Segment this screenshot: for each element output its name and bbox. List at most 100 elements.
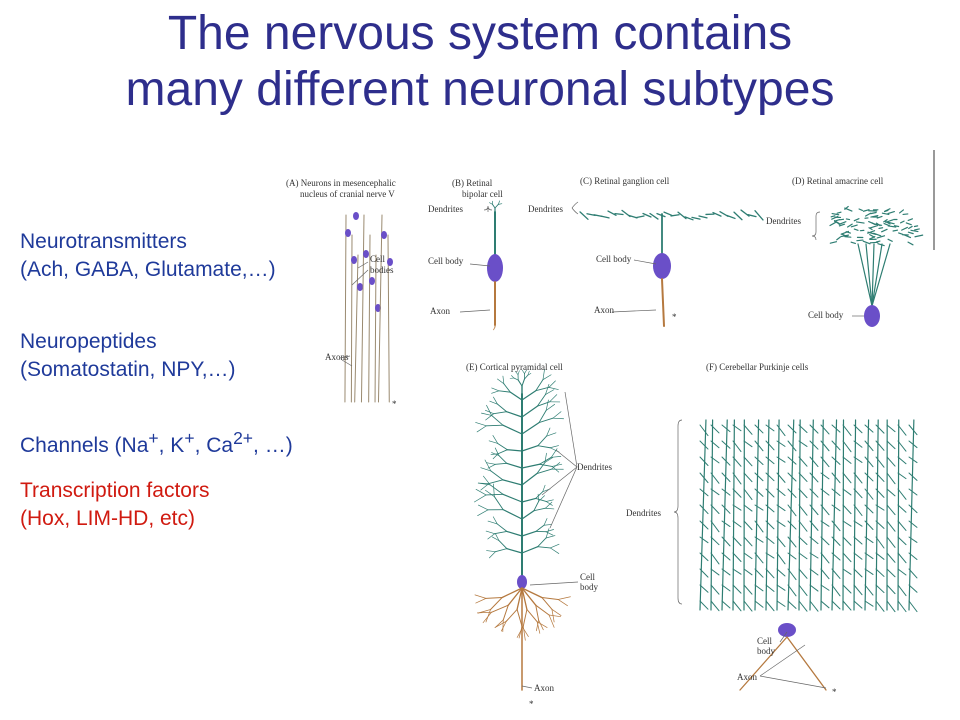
panelE-dendrite xyxy=(549,543,560,549)
panelD-dendrite xyxy=(873,223,883,226)
panelA-neuron-process xyxy=(368,234,371,403)
panelF-dendrite xyxy=(699,584,709,593)
panelC-dendrite xyxy=(677,211,687,220)
panelE-dendrite xyxy=(538,417,554,424)
panelF-dendrite xyxy=(864,472,874,482)
panelF-dendrite xyxy=(787,456,797,465)
panelE-dendrite xyxy=(545,535,556,539)
panelD-dendrite xyxy=(835,218,841,222)
panelF-dendrite xyxy=(853,424,863,434)
panelF-dendrite xyxy=(710,584,720,595)
panelF-dendrite xyxy=(908,584,918,593)
panelF-dendrite xyxy=(710,440,720,449)
panelE-dendrite xyxy=(489,484,504,495)
panelA-cell-body xyxy=(345,229,351,237)
panelA-title-1: (A) Neurons in mesencephalic xyxy=(286,178,396,188)
panelE-dendrite xyxy=(503,383,511,393)
panelF-star: * xyxy=(832,687,837,697)
panelF-dendrite xyxy=(864,568,874,575)
panelE-dendrite xyxy=(521,421,540,435)
panelF-dendrite xyxy=(721,424,731,433)
panelF-dendrite xyxy=(765,440,775,451)
panelF-dendrite xyxy=(809,419,814,611)
panelF-dendrite xyxy=(776,456,786,463)
panelE-dendrite xyxy=(521,405,538,418)
panelF-dendrite xyxy=(710,568,720,576)
panelC-dendrite xyxy=(754,210,764,221)
panelB-axon-terminal xyxy=(493,326,496,331)
panelE-basal xyxy=(557,599,568,607)
panelD-dendrite xyxy=(914,228,920,231)
panelF-dendrite xyxy=(776,419,780,611)
panelF-dendrite xyxy=(787,552,797,560)
panelF-dendrite xyxy=(754,520,764,533)
panelF-dendrite xyxy=(732,440,742,453)
panelF-dendrite xyxy=(787,504,797,517)
panelE-dendrite xyxy=(492,516,498,525)
panelD-dendrite xyxy=(838,223,846,227)
panelC-dendrite xyxy=(670,214,680,217)
panelC-dendrite xyxy=(579,211,589,220)
panelF-dendrite xyxy=(776,568,786,577)
panelF-dendrite xyxy=(809,424,819,434)
neurotransmitters-detail: (Ach, GABA, Glutamate,…) xyxy=(20,258,276,281)
panelF-dendrite xyxy=(864,584,874,596)
panelD-dendrite xyxy=(908,225,913,230)
panelC-dendrite xyxy=(691,216,701,220)
panelF-dendrite xyxy=(831,520,841,532)
panelF-dendrite xyxy=(809,440,819,450)
panelE-dendrite xyxy=(486,462,496,465)
panelF-dendrite xyxy=(875,488,885,498)
panelF-dendrite xyxy=(820,440,830,452)
panelB-dendrites-label: Dendrites xyxy=(428,204,463,214)
panelF-dendrites-label: Dendrites xyxy=(626,508,661,518)
panelF-dendrite xyxy=(853,536,863,545)
panelE-dendrite xyxy=(496,523,508,532)
panelF-dendrite xyxy=(765,552,775,559)
panelF-dendrite xyxy=(875,600,885,612)
panelF-dendrite xyxy=(732,600,742,612)
panelE-basal xyxy=(541,596,559,600)
panelB-cell-body xyxy=(487,254,503,282)
panelF-dendrite xyxy=(754,552,764,564)
panelF-dendrite xyxy=(820,456,830,468)
panelE-dendrite xyxy=(521,445,539,452)
ca-charge: 2+ xyxy=(233,428,254,448)
panelD-dendrite xyxy=(901,226,908,231)
panelF-dendrite xyxy=(710,456,720,464)
panelD-cellbody-label: Cell body xyxy=(808,310,844,320)
panelD-dendrite xyxy=(876,235,886,239)
panelF-dendrite xyxy=(908,552,918,560)
panelF-dendrite xyxy=(809,600,819,612)
panelF-dendrite xyxy=(765,600,775,612)
panelF-dendrite xyxy=(908,536,918,543)
panelE-dendrite xyxy=(491,414,504,426)
k-charge: + xyxy=(184,428,195,448)
panelF-dendrite xyxy=(754,504,764,511)
title-line-2: many different neuronal subtypes xyxy=(125,63,835,116)
panelE-dendrite xyxy=(545,501,553,509)
panelE-dendrite xyxy=(490,453,499,455)
panelD-dendrite xyxy=(829,221,836,227)
panelD-dendrite xyxy=(868,220,875,225)
panelF-dendrite xyxy=(864,600,874,607)
panelF-dendrite xyxy=(776,536,786,548)
na-charge: + xyxy=(148,428,159,448)
panelD-dendrite xyxy=(838,221,847,225)
panelA-cell-body xyxy=(369,277,375,285)
panelF-dendrite xyxy=(842,552,852,563)
panelF-dendrite xyxy=(886,568,896,578)
panelF-dendrite xyxy=(710,552,720,565)
panelF-dendrite xyxy=(831,472,841,484)
panelF-dendrite xyxy=(776,488,786,497)
panelF-cell-label: Cell xyxy=(757,636,772,646)
panelD-dendrite xyxy=(867,230,876,234)
panelC-dendrite xyxy=(642,212,652,218)
panelE-dendrite xyxy=(537,435,547,447)
panelF-dendrite xyxy=(864,552,874,560)
panelF-dendrite xyxy=(787,424,797,434)
channels-text: Channels (Na+, K+, Ca2+, …) xyxy=(20,424,293,460)
panelE-dendrite xyxy=(506,530,523,537)
panelA-neuron-process xyxy=(354,254,359,403)
panelC-dendrites-label: Dendrites xyxy=(528,204,563,214)
